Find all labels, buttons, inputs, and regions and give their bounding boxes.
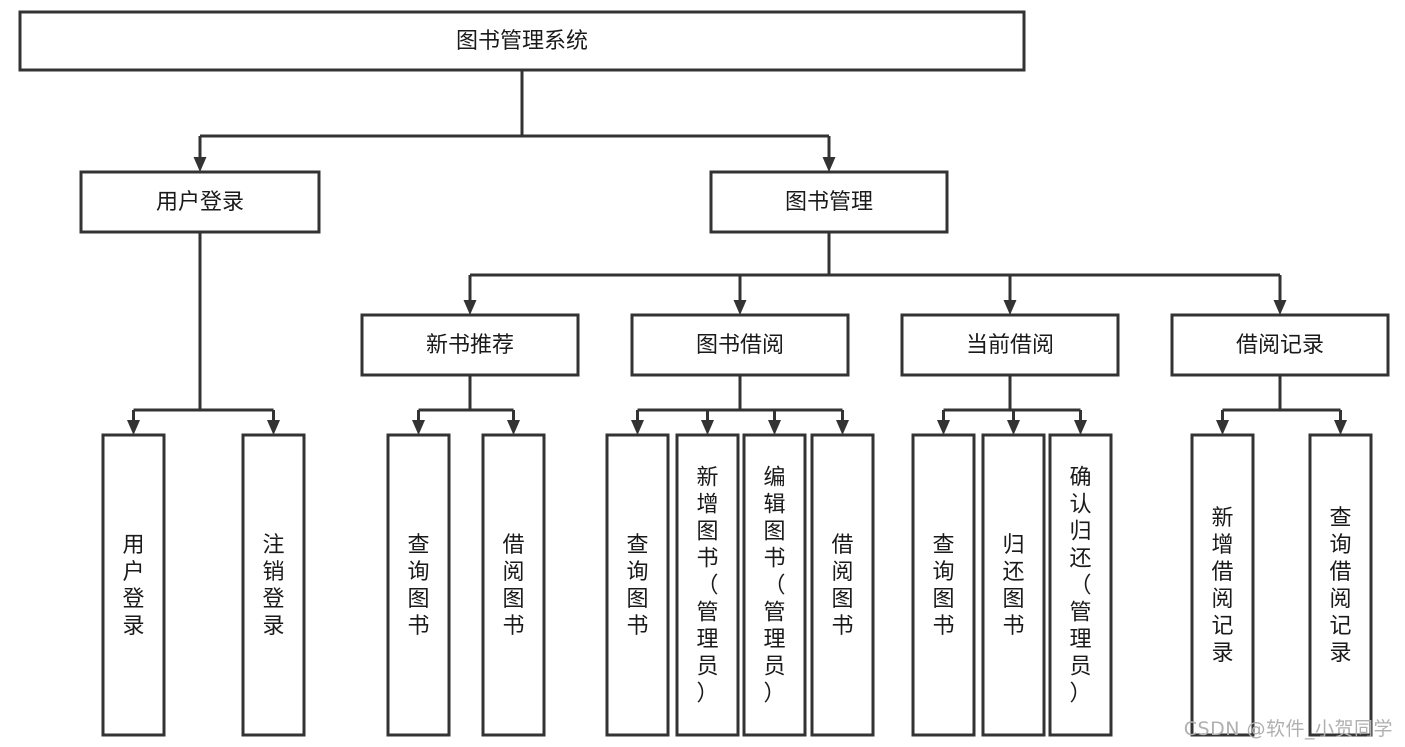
node-box	[981, 433, 1046, 737]
node-user-login[interactable]: 用户登录	[79, 170, 321, 234]
node-box	[481, 433, 546, 737]
node-box	[1048, 433, 1113, 737]
node-box	[18, 10, 1026, 72]
connector-layer	[127, 70, 1347, 435]
node-leaf-edit-book[interactable]: 编辑图书（管理员）	[742, 433, 807, 737]
node-leaf-borrow-book-2[interactable]: 借阅图书	[810, 433, 875, 737]
node-box	[709, 170, 949, 234]
arrow-head-icon	[463, 300, 477, 315]
node-borrow-record[interactable]: 借阅记录	[1170, 313, 1390, 377]
node-label: 确认归还（管理员）	[1069, 466, 1091, 707]
node-box	[241, 433, 306, 737]
connector-group-book-borrow	[631, 375, 849, 435]
node-leaf-query-book-1[interactable]: 查询图书	[386, 433, 451, 737]
node-leaf-query-book-3[interactable]: 查询图书	[911, 433, 976, 737]
node-box	[742, 433, 807, 737]
arrow-head-icon	[1216, 420, 1229, 435]
arrow-head-icon	[1003, 300, 1017, 315]
node-leaf-add-book[interactable]: 新增图书（管理员）	[675, 433, 740, 737]
node-box	[79, 170, 321, 234]
arrow-head-icon	[631, 420, 644, 435]
node-label: 图书管理	[785, 190, 873, 215]
node-label: 新增图书（管理员）	[696, 466, 718, 707]
arrow-head-icon	[127, 420, 140, 435]
arrow-head-icon	[937, 420, 950, 435]
node-box	[101, 433, 166, 737]
node-label: 当前借阅	[966, 333, 1054, 358]
arrow-head-icon	[836, 420, 849, 435]
arrow-head-icon	[733, 300, 747, 315]
node-label: 查询图书	[626, 533, 648, 639]
node-box	[630, 313, 850, 377]
arrow-head-icon	[267, 420, 280, 435]
node-leaf-return-book[interactable]: 归还图书	[981, 433, 1046, 737]
node-leaf-borrow-book-1[interactable]: 借阅图书	[481, 433, 546, 737]
connector-group-new-book-rec	[412, 375, 520, 435]
arrow-head-icon	[193, 157, 207, 172]
node-label: 借阅图书	[831, 533, 853, 639]
node-leaf-query-record[interactable]: 查询借阅记录	[1308, 433, 1373, 737]
node-box	[605, 433, 670, 737]
node-label: 新增借阅记录	[1211, 506, 1233, 666]
node-label: 查询图书	[407, 533, 429, 639]
node-box	[900, 313, 1120, 377]
arrow-head-icon	[768, 420, 781, 435]
connector-group-borrow-record	[1216, 375, 1347, 435]
node-label: 注销登录	[262, 533, 284, 639]
node-box	[675, 433, 740, 737]
node-new-book-rec[interactable]: 新书推荐	[360, 313, 580, 377]
node-root[interactable]: 图书管理系统	[18, 10, 1026, 72]
node-current-borrow[interactable]: 当前借阅	[900, 313, 1120, 377]
node-label: 图书借阅	[696, 333, 784, 358]
node-label: 编辑图书（管理员）	[763, 466, 785, 707]
node-book-manage[interactable]: 图书管理	[709, 170, 949, 234]
arrow-head-icon	[822, 157, 836, 172]
node-label: 用户登录	[156, 190, 244, 215]
node-label: 查询图书	[932, 533, 954, 639]
node-leaf-query-book-2[interactable]: 查询图书	[605, 433, 670, 737]
node-box	[810, 433, 875, 737]
connector-group-user-login	[127, 232, 280, 435]
connector-group-root	[193, 70, 836, 172]
connector-group-current-borrow	[937, 375, 1087, 435]
node-label: 用户登录	[122, 533, 144, 639]
arrow-head-icon	[1334, 420, 1347, 435]
node-book-borrow[interactable]: 图书借阅	[630, 313, 850, 377]
arrow-head-icon	[1074, 420, 1087, 435]
node-box	[911, 433, 976, 737]
arrow-head-icon	[1273, 300, 1287, 315]
arrow-head-icon	[1007, 420, 1020, 435]
node-leaf-add-record[interactable]: 新增借阅记录	[1190, 433, 1255, 737]
node-layer: 图书管理系统用户登录图书管理新书推荐图书借阅当前借阅借阅记录用户登录注销登录查询…	[18, 10, 1390, 737]
node-label: 归还图书	[1002, 533, 1024, 639]
node-leaf-user-logout[interactable]: 注销登录	[241, 433, 306, 737]
node-box	[1190, 433, 1255, 737]
node-leaf-confirm-return[interactable]: 确认归还（管理员）	[1048, 433, 1113, 737]
node-label: 借阅记录	[1236, 333, 1324, 358]
node-box	[360, 313, 580, 377]
node-label: 图书管理系统	[456, 29, 588, 54]
node-label: 借阅图书	[502, 533, 524, 639]
arrow-head-icon	[412, 420, 425, 435]
node-leaf-user-login[interactable]: 用户登录	[101, 433, 166, 737]
node-label: 新书推荐	[426, 333, 514, 358]
node-box	[1170, 313, 1390, 377]
arrow-head-icon	[701, 420, 714, 435]
connector-group-book-manage	[463, 232, 1287, 315]
node-box	[386, 433, 451, 737]
node-label: 查询借阅记录	[1329, 506, 1351, 666]
node-box	[1308, 433, 1373, 737]
arrow-head-icon	[507, 420, 520, 435]
